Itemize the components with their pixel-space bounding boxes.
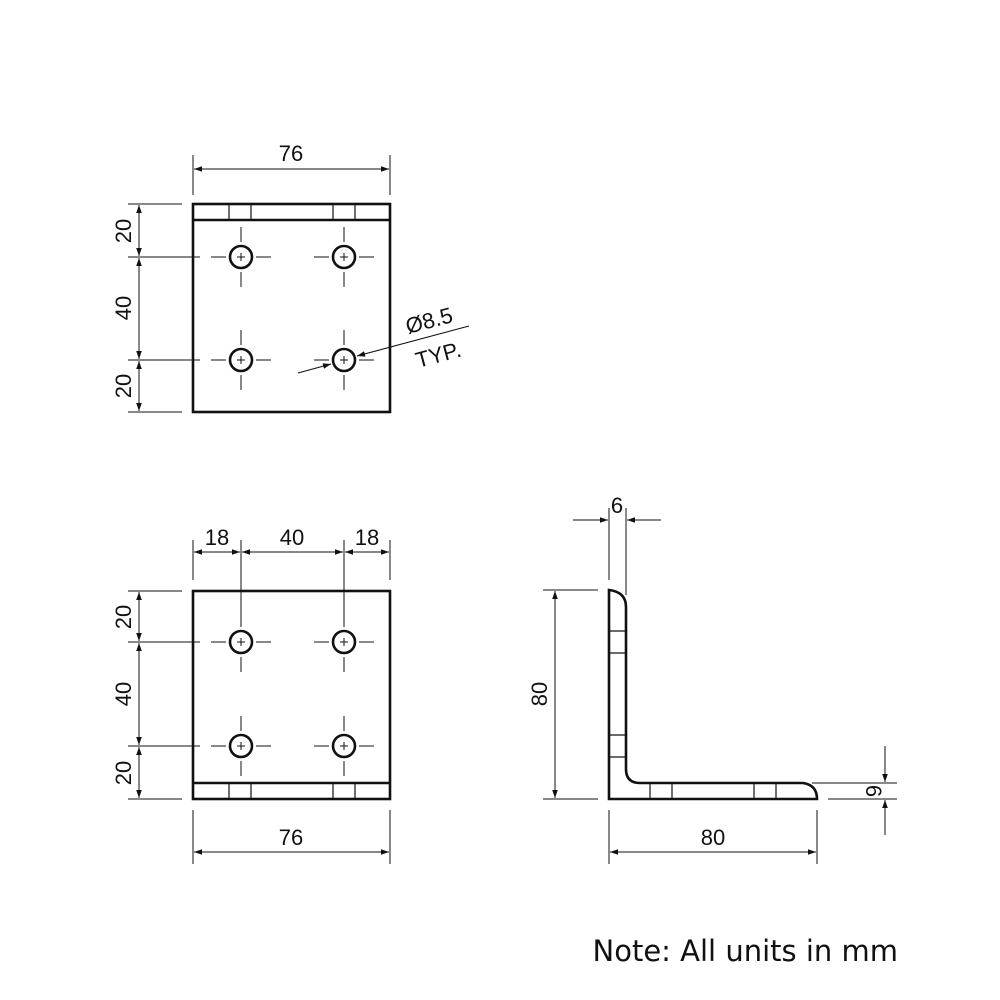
bolt-hole [211,330,271,390]
centerline [211,330,271,390]
centerline [314,330,374,390]
bolt-hole [314,612,374,672]
centerline [211,227,271,287]
dim-40: 40 [111,296,136,320]
plate-outline [191,589,392,801]
dim-height: 80 [527,682,552,706]
dim-40: 40 [111,682,136,706]
bolt-hole [211,612,271,672]
centerline [211,716,271,776]
dim-18-left: 18 [205,525,229,550]
dim-20-top: 20 [111,219,136,243]
units-note: Note: All units in mm [593,934,898,968]
bolt-hole [211,227,271,287]
dim-20-bottom: 20 [111,374,136,398]
front-view: 18 40 18 20 40 20 76 [111,525,392,864]
bolt-hole [211,716,271,776]
top-view: 76 20 40 20 Ø8.5 TYP. [111,141,470,414]
dim-40-horizontal: 40 [280,525,304,550]
dim-thickness-right: 6 [861,785,886,797]
dim-length: 80 [701,825,725,850]
centerline [314,227,374,287]
angle-profile [607,588,819,801]
dim-width: 76 [279,141,303,166]
dim-width: 76 [279,825,303,850]
dim-18-right: 18 [355,525,379,550]
hole-diameter-label: Ø8.5 [403,302,456,338]
centerline [314,716,374,776]
centerline [314,612,374,672]
typical-label: TYP. [413,337,464,373]
plate-outline [191,202,392,414]
bolt-hole [314,227,374,287]
dim-20-bottom: 20 [111,761,136,785]
bolt-hole [314,716,374,776]
side-view: 6 80 80 6 [527,493,897,864]
centerline [211,612,271,672]
dim-thickness-top: 6 [611,493,623,518]
bolt-hole [314,330,374,390]
dim-20-top: 20 [111,605,136,629]
